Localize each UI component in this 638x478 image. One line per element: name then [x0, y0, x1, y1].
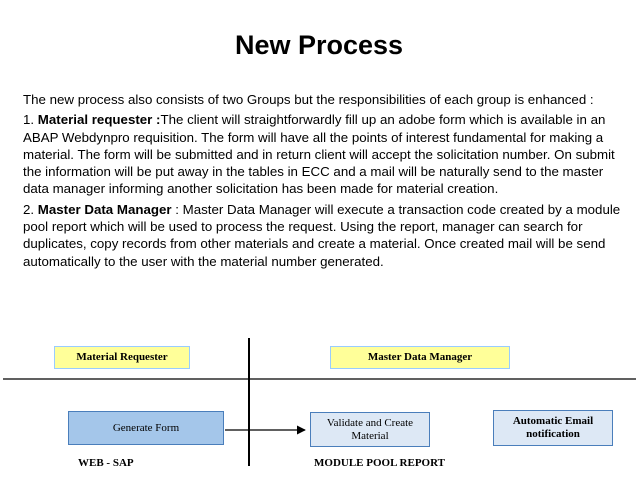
item-number: 1.	[23, 112, 38, 128]
validate-create-box: Validate and Create Material	[310, 412, 430, 447]
item-material-requester: 1. Material requester :The client will s…	[23, 111, 623, 197]
master-data-manager-box: Master Data Manager	[330, 346, 510, 369]
item-text: : Master Data Manager will execute a tra…	[23, 201, 621, 269]
item-heading: Material requester :	[37, 112, 161, 128]
item-master-data-manager: 2. Master Data Manager : Master Data Man…	[23, 201, 623, 270]
web-sap-caption: WEB - SAP	[78, 457, 134, 469]
item-number: 2.	[23, 201, 38, 217]
module-pool-report-caption: MODULE POOL REPORT	[314, 457, 446, 469]
generate-form-box: Generate Form	[68, 411, 224, 445]
item-heading: Master Data Manager	[37, 201, 172, 217]
intro-paragraph: The new process also consists of two Gro…	[23, 92, 594, 107]
material-requester-box: Material Requester	[54, 346, 190, 369]
body-text: The new process also consists of two Gro…	[23, 91, 623, 273]
item-text: The client will straightforwardly fill u…	[23, 112, 615, 197]
automatic-email-box: Automatic Email notification	[493, 410, 613, 446]
page-title: New Process	[234, 30, 404, 60]
